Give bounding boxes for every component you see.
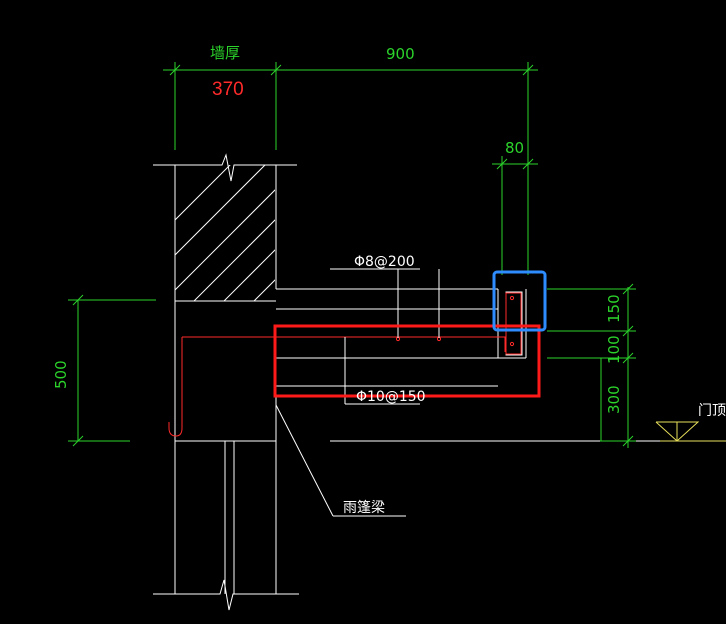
- height-dimension: 300: [605, 385, 623, 414]
- leader-lines: [275, 268, 440, 517]
- bottom-rebar-highlight-box: [273, 324, 541, 398]
- top-break-line: [153, 153, 297, 182]
- canopy-beam-label: 雨篷梁: [343, 500, 385, 516]
- wall-hatching: [175, 165, 275, 301]
- wall-thickness-label: 墙厚: [210, 44, 240, 62]
- door-top-marker: [655, 421, 726, 442]
- slab-thickness-dimension: 150: [605, 294, 623, 323]
- dimension-lines: [68, 62, 636, 448]
- canopy-length-dimension: 900: [386, 45, 415, 63]
- canopy-slab: [276, 288, 726, 442]
- edge-width-dimension: 80: [505, 139, 524, 157]
- wall-structure: [153, 153, 299, 611]
- bottom-break-line: [153, 579, 299, 611]
- edge-rebar-highlight-box: [492, 270, 547, 332]
- gap-dimension: 100: [605, 335, 623, 364]
- door-top-label: 门顶: [698, 403, 726, 419]
- bottom-rebar-label: Φ10@150: [356, 389, 426, 405]
- wall-thickness-value: 370: [212, 79, 244, 100]
- top-rebar-label: Φ8@200: [354, 254, 415, 270]
- wall-height-dimension: 500: [52, 360, 70, 389]
